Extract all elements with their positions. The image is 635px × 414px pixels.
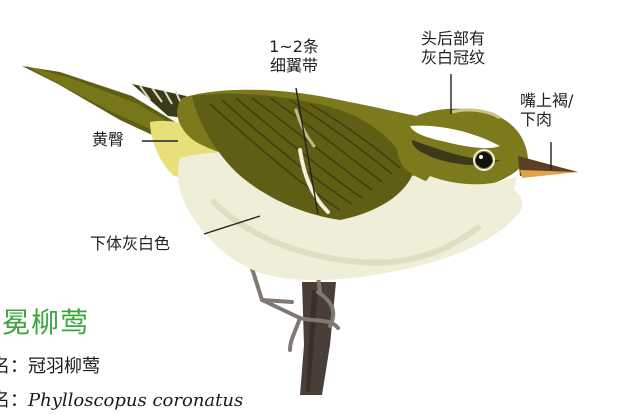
bill-callout-line2: 下肉 [520,110,553,129]
bill-callout-line1: 嘴上褐/ [520,91,574,110]
crown-stripe-callout-line2: 灰白冠纹 [420,48,485,67]
alias-line: 名：冠羽柳莺 [0,356,100,377]
underparts-leader [203,215,261,235]
wing-illustration [192,93,412,220]
latin-name-prefix: 名： [0,390,28,411]
tail-illustration [22,66,204,146]
branch-illustration [300,282,336,395]
bill-callout: 嘴上褐/ 下肉 [520,91,594,129]
head-illustration [396,108,578,221]
crown-stripe-callout: 头后部有 灰白冠纹 [404,29,502,67]
latin-name: Phylloscopus coronatus [28,390,244,411]
wing-bar-leader [295,87,319,215]
callout-leaders [142,74,552,235]
eye-icon [476,152,492,168]
wing-bar-callout-line1: 1~2条 [269,37,319,56]
species-title: 冕柳莺 [2,306,90,339]
underparts-callout: 下体灰白色 [90,234,171,253]
wing-bar-callout: 1~2条 细翼带 [252,37,336,75]
wing-bar-callout-line2: 细翼带 [269,56,318,75]
rump-callout: 黄臀 [92,130,125,149]
latin-name-line: 名：Phylloscopus coronatus [0,390,243,412]
crown-stripe-callout-line1: 头后部有 [420,29,485,48]
